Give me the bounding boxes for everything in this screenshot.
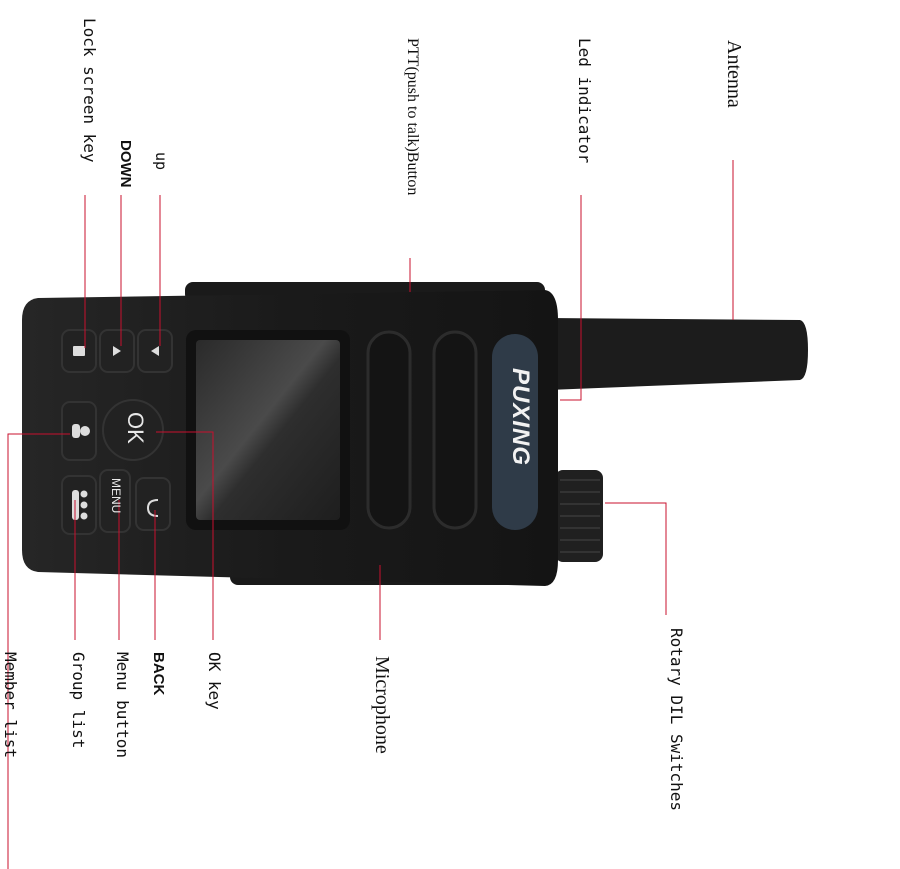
ok-button[interactable]: [102, 399, 164, 461]
antenna: [548, 318, 808, 390]
label-group-list: Group list: [69, 652, 88, 749]
leader-lines: [7, 160, 734, 869]
back-arrow-icon: [146, 499, 159, 517]
label-up: up: [152, 152, 170, 171]
member-icon: [80, 426, 90, 436]
chevron-up-icon: [151, 346, 159, 356]
label-lock-screen-key: Lock screen key: [80, 18, 99, 163]
ok-key-label: OK: [123, 412, 148, 444]
group-icon: [72, 490, 88, 520]
chevron-down-icon: [113, 346, 121, 356]
label-ok-key: OK key: [205, 652, 224, 710]
label-menu-button: Menu button: [113, 652, 132, 758]
speaker-slot-1: [366, 330, 412, 530]
label-down: DOWN: [117, 140, 134, 188]
lock-icon: [73, 346, 85, 356]
label-ptt: PTT(push to talk)Button: [404, 38, 421, 196]
brand-badge: [492, 334, 538, 530]
brand-logo-text: PUXING: [507, 368, 534, 467]
label-led-indicator: Led indicator: [575, 38, 594, 164]
label-antenna: Antenna: [723, 40, 745, 108]
speaker-slot-2: [432, 330, 478, 530]
label-back: BACK: [150, 652, 167, 696]
label-microphone: Microphone: [371, 656, 393, 754]
menu-key-label: MENU: [109, 478, 123, 514]
menu-button[interactable]: [99, 469, 131, 533]
label-member-list: Member list: [1, 652, 20, 758]
back-button[interactable]: [135, 477, 171, 531]
label-rotary-dil-switches: Rotary DIL Switches: [667, 628, 686, 812]
